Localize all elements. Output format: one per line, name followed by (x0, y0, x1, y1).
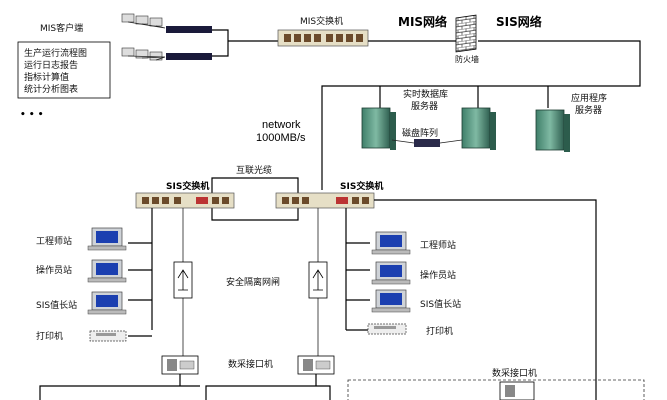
left-daq-machine (161, 355, 199, 375)
left-printer-icon (89, 330, 127, 342)
right-printer-icon (367, 323, 407, 335)
disk-array-label: 磁盘阵列 (402, 127, 438, 139)
mis-client-pc-group-2 (121, 47, 166, 61)
firewall-label: 防火墙 (455, 54, 479, 64)
isolation-gateway-label: 安全隔离网闸 (226, 276, 280, 288)
left-operator-station-label: 操作员站 (36, 264, 72, 276)
left-shift-leader-station-label: SIS值长站 (36, 299, 77, 311)
sis-switch-left-label: SIS交换机 (166, 180, 209, 192)
rtdb-server-label-1: 实时数据库 (403, 88, 448, 100)
network-speed-label: 1000MB/s (256, 132, 306, 144)
remote-daq-machine-label: 数采接口机 (492, 367, 537, 379)
right-shift-leader-station-label: SIS值长站 (420, 298, 461, 310)
remote-daq-machine (499, 381, 535, 400)
rtdb-server-right (461, 107, 496, 150)
disk-array-icon (414, 139, 440, 147)
mis-hub-2 (166, 53, 212, 60)
left-shift-leader-station-pc (87, 291, 127, 315)
mis-function-1: 生产运行流程图 (24, 47, 87, 59)
daq-machine-label: 数采接口机 (228, 358, 273, 370)
sis-switch-right-label: SIS交换机 (340, 180, 383, 192)
right-shift-leader-station-pc (371, 289, 411, 313)
right-engineer-station-label: 工程师站 (420, 239, 456, 251)
right-operator-station-label: 操作员站 (420, 269, 456, 281)
rtdb-server-left (361, 107, 396, 150)
sis-switch-left (135, 192, 235, 209)
mis-switch-label: MIS交换机 (300, 15, 343, 27)
fiber-cable-label: 互联光缆 (236, 164, 272, 176)
left-engineer-station-label: 工程师站 (36, 235, 72, 247)
mis-function-4: 统计分析图表 (24, 83, 78, 95)
sis-network-label: SIS网络 (496, 14, 542, 29)
right-daq-machine (297, 355, 335, 375)
left-engineer-station-pc (87, 227, 127, 251)
app-server (535, 109, 570, 152)
network-label: network (262, 119, 301, 131)
right-printer-label: 打印机 (426, 325, 453, 337)
app-server-label-1: 应用程序 (571, 92, 607, 104)
mis-network-label: MIS网络 (398, 14, 447, 29)
mis-more-ellipsis: • • • (20, 110, 44, 120)
left-printer-label: 打印机 (36, 330, 63, 342)
left-isolation-gateway (173, 261, 193, 299)
mis-function-2: 运行日志报告 (24, 59, 78, 71)
mis-switch (277, 29, 369, 47)
right-engineer-station-pc (371, 231, 411, 255)
right-isolation-gateway (308, 261, 328, 299)
remote-daq-dashed-region (347, 379, 645, 400)
mis-hub-1 (166, 26, 212, 33)
app-server-label-2: 服务器 (575, 104, 602, 116)
right-operator-station-pc (371, 261, 411, 285)
mis-client-pc-group-1 (121, 13, 166, 29)
mis-function-3: 指标计算值 (24, 71, 69, 83)
mis-client-title: MIS客户端 (40, 22, 83, 34)
sis-switch-right (275, 192, 375, 209)
mis-client-function-box (17, 41, 111, 99)
left-operator-station-pc (87, 259, 127, 283)
rtdb-server-label-2: 服务器 (411, 100, 438, 112)
firewall-icon (455, 14, 477, 53)
